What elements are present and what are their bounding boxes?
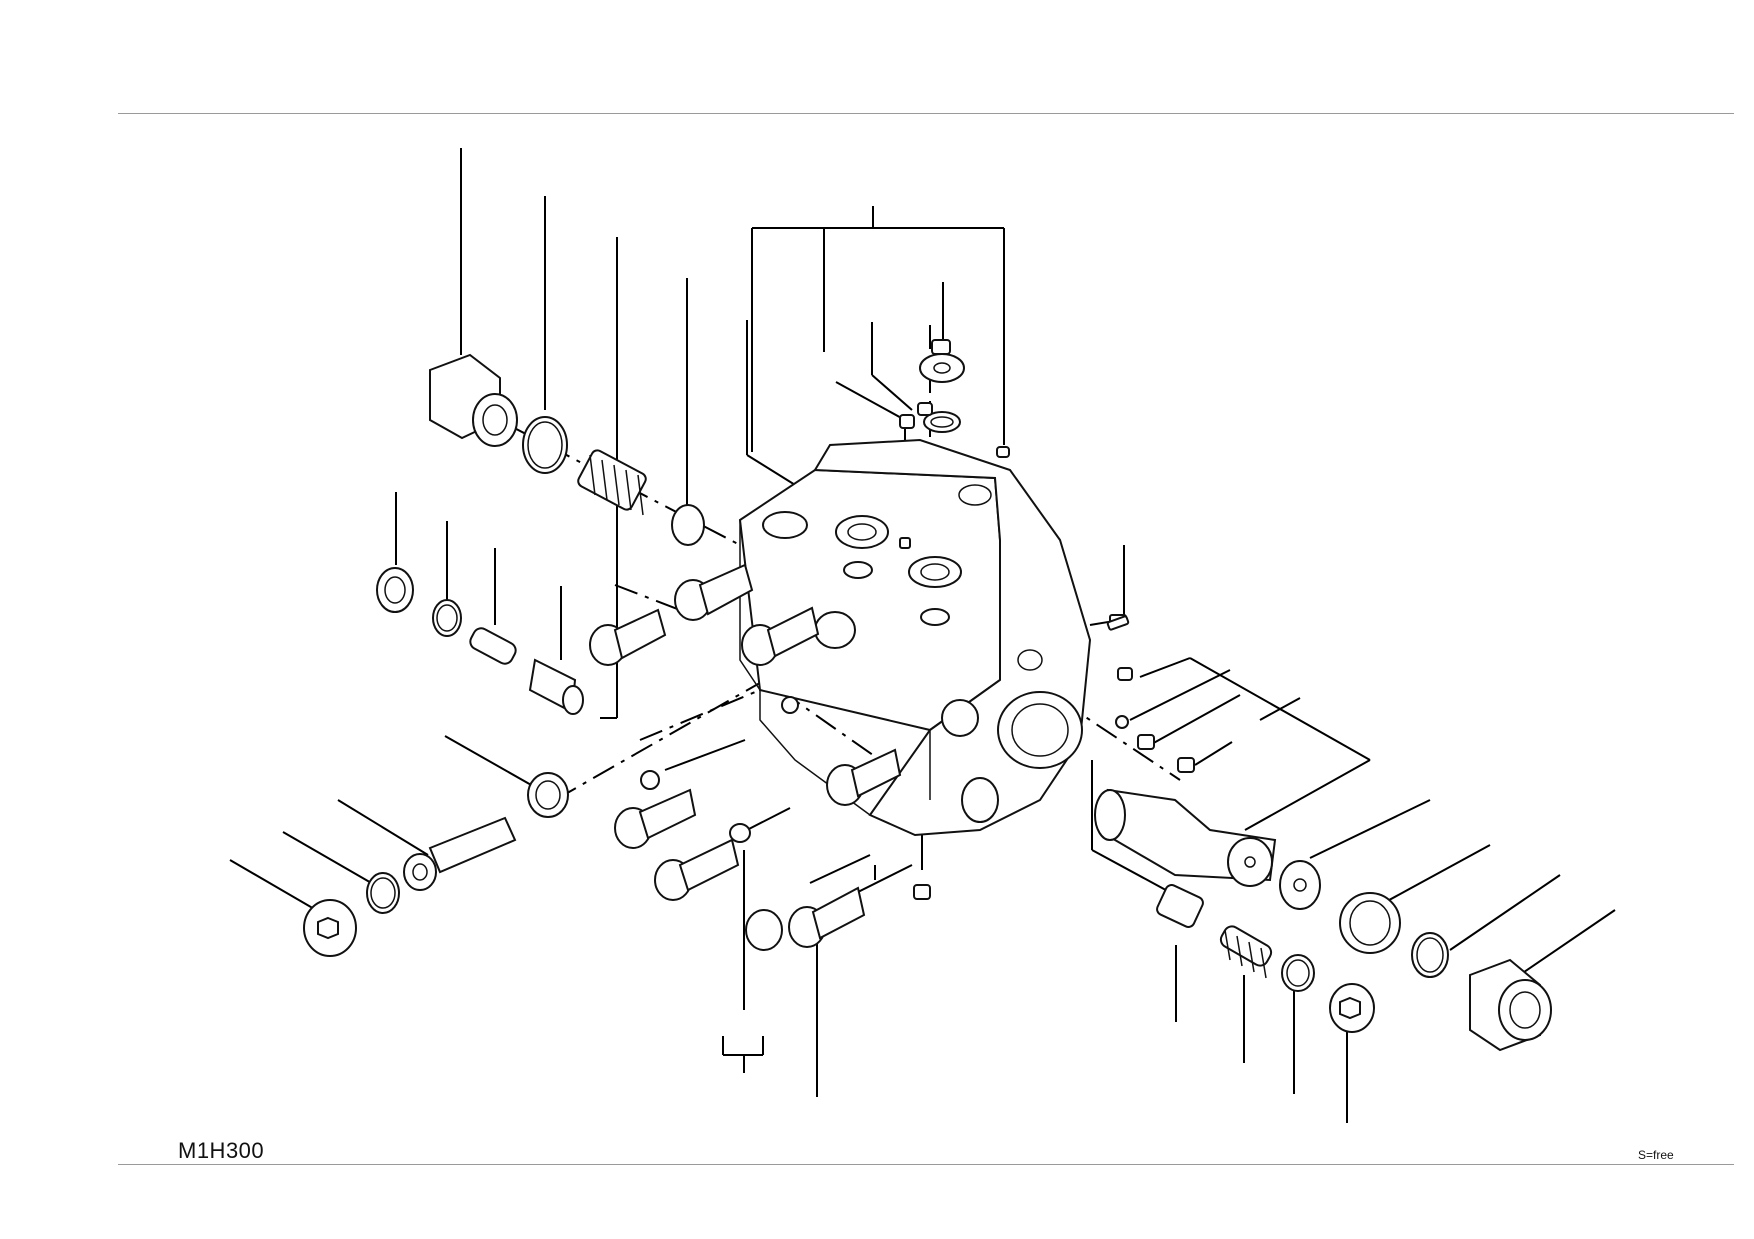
right-valve-parts — [1095, 790, 1551, 1050]
top-bracket — [747, 206, 1004, 488]
upper-left-valve-parts — [377, 355, 704, 714]
bottom-bracket — [723, 1036, 763, 1073]
leader-lines-lower-left — [230, 736, 922, 1097]
pump-housing — [740, 440, 1090, 835]
scale-note: S=free — [1638, 1148, 1674, 1162]
small-pins-right — [1107, 616, 1194, 772]
leader-lines-upper-left — [396, 148, 687, 718]
header-rule — [118, 113, 1734, 114]
lower-left-valve-parts — [304, 773, 568, 956]
drawing-code: M1H300 — [178, 1138, 265, 1163]
footer-rule — [118, 1164, 1734, 1165]
cap-screws — [590, 565, 930, 950]
